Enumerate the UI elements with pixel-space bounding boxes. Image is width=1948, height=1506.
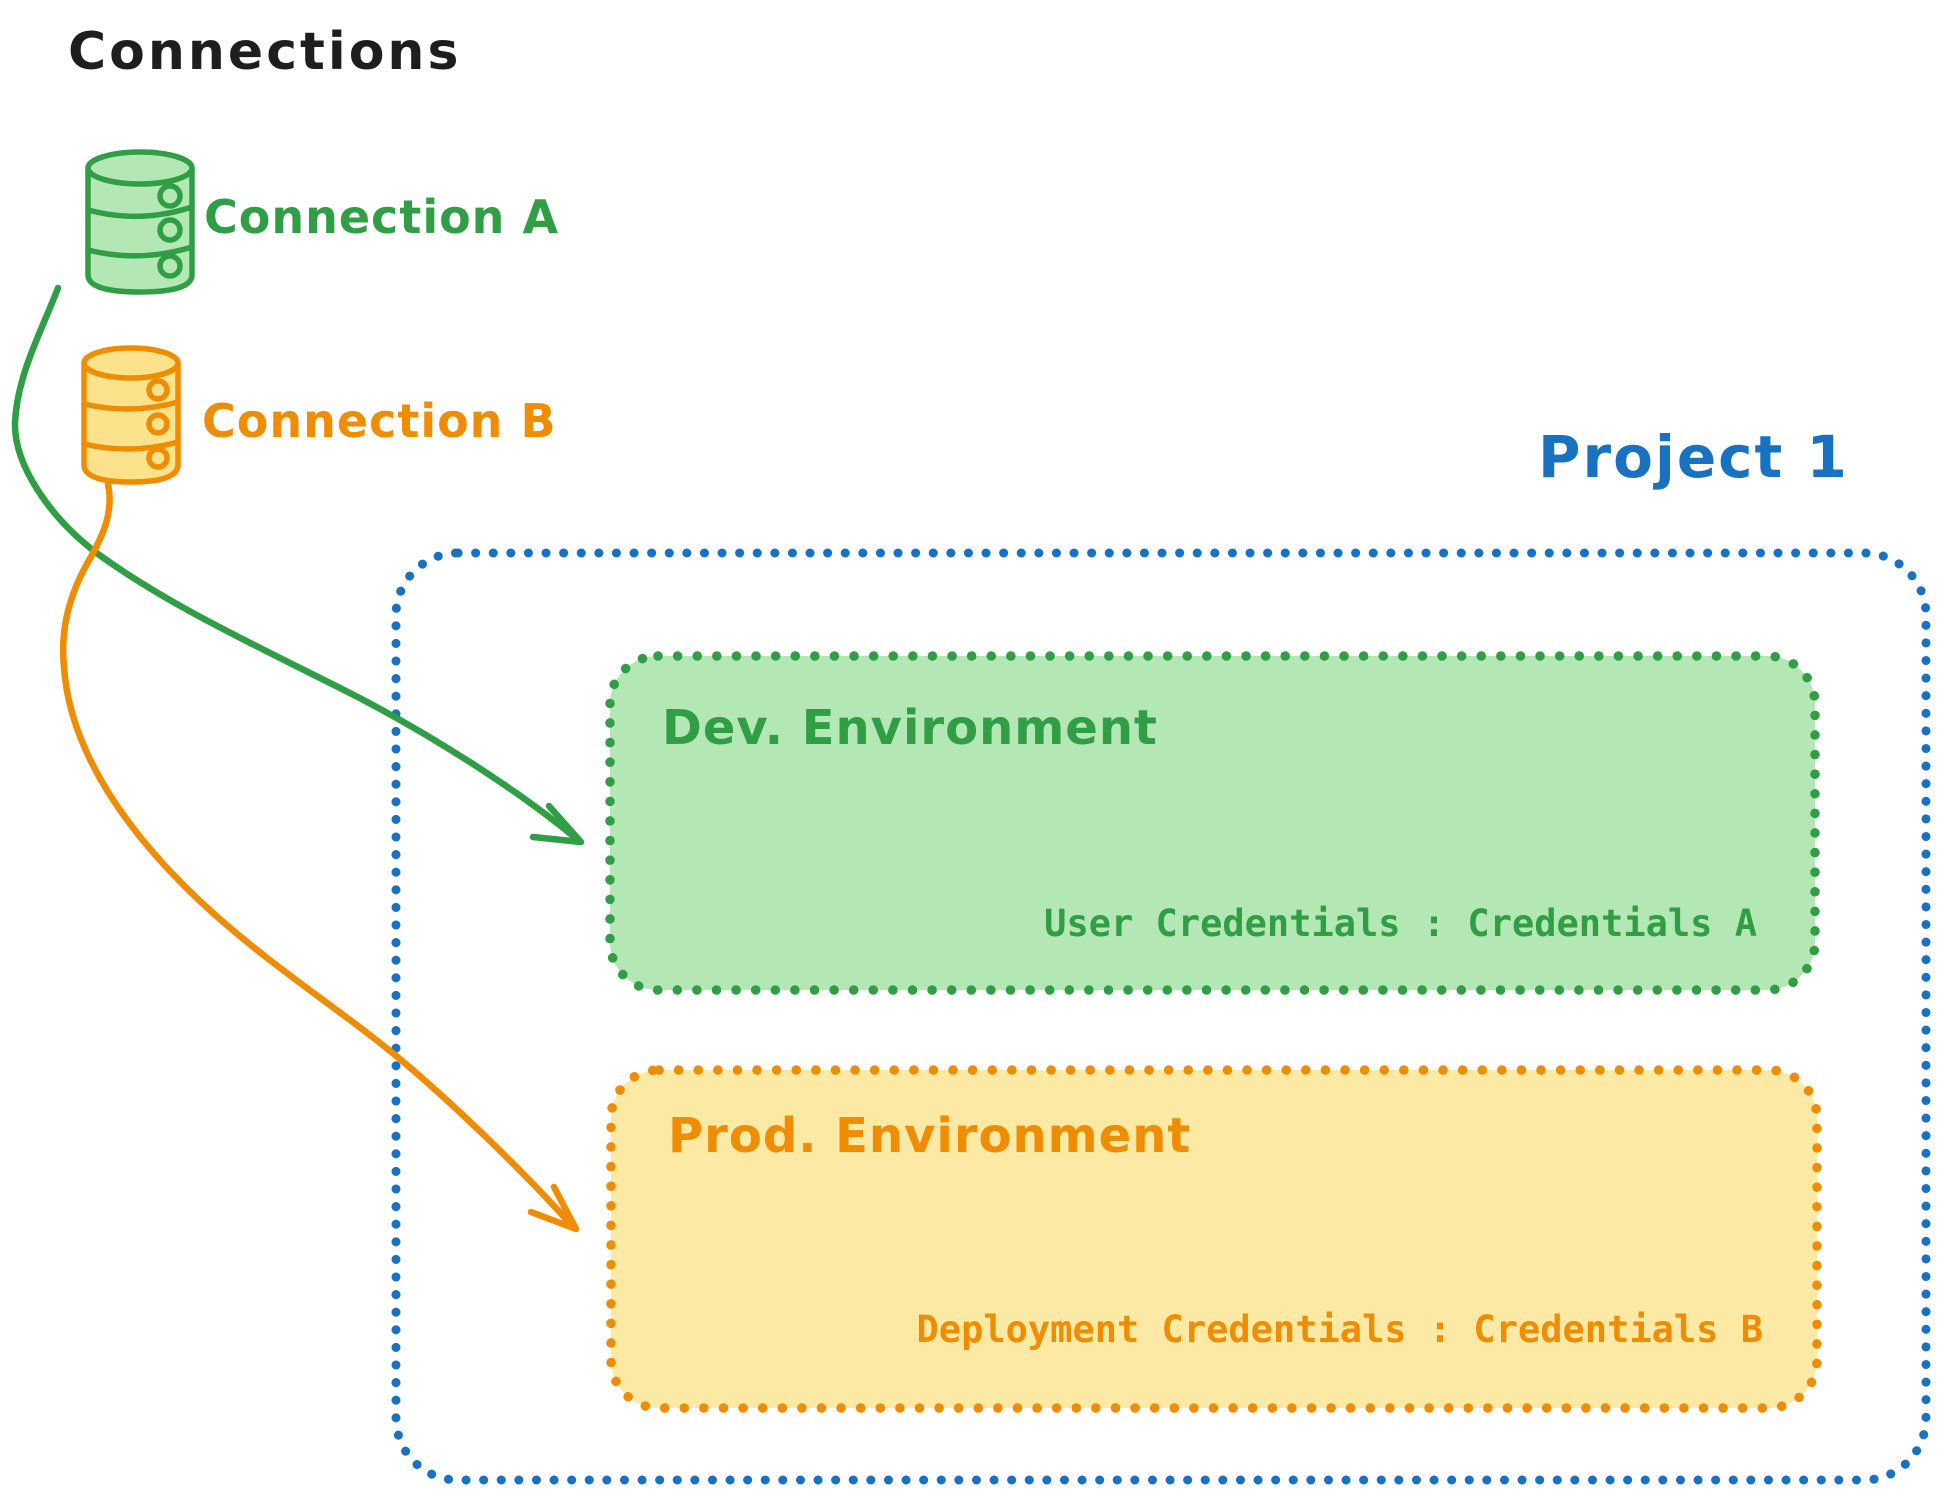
database-body <box>81 360 181 485</box>
arrow-curve <box>11 284 582 844</box>
database-divider <box>85 244 195 259</box>
database-dot <box>146 446 170 470</box>
diagram-title: Connections <box>68 22 462 82</box>
database-dot <box>157 183 183 209</box>
connection-b-arrow <box>59 480 580 1233</box>
connection-a-database-icon <box>85 149 195 295</box>
connection-b-label: Connection B <box>202 394 557 448</box>
arrowhead <box>529 802 585 846</box>
database-body <box>85 165 195 295</box>
arrow-curve <box>59 480 576 1230</box>
database-divider <box>81 439 181 452</box>
database-dot <box>157 217 183 243</box>
connection-a-arrow <box>11 284 585 846</box>
prod-environment-title: Prod. Environment <box>668 1108 1192 1164</box>
database-divider <box>85 204 195 220</box>
connection-a-label: Connection A <box>204 190 560 244</box>
database-dot <box>146 412 170 436</box>
database-top <box>81 345 181 381</box>
prod-environment-credentials: Deployment Credentials : Credentials B <box>916 1308 1763 1351</box>
dev-environment-title: Dev. Environment <box>662 700 1158 756</box>
database-dot <box>146 378 170 402</box>
database-top <box>85 149 195 187</box>
database-dot <box>157 253 183 279</box>
connection-b-database-icon <box>81 345 181 485</box>
project-title: Project 1 <box>1538 423 1849 491</box>
dev-environment-credentials: User Credentials : Credentials A <box>1044 902 1757 945</box>
database-divider <box>81 399 181 412</box>
arrowhead <box>527 1183 580 1233</box>
